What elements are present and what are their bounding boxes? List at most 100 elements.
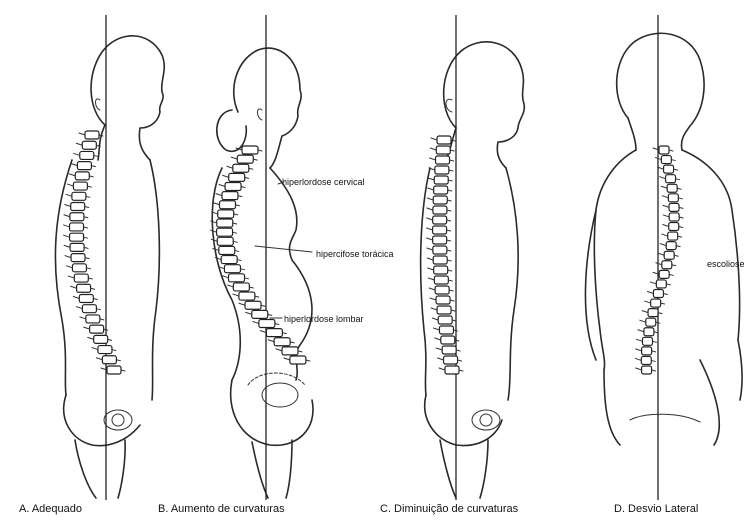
spine-a-vertebra [77, 162, 91, 170]
caption-figure-b: B. Aumento de curvaturas [158, 503, 285, 515]
spine-b-vertebra [229, 274, 245, 282]
spine-d-vertebra [659, 270, 669, 278]
spine-c-vertebra [434, 266, 448, 274]
spine-d-vertebra [646, 318, 656, 326]
spine-b-vertebra [266, 329, 282, 337]
spine-c-vertebra [433, 206, 447, 214]
spine-c-vertebra [433, 236, 447, 244]
spine-b-vertebra [221, 256, 237, 264]
spine-c-vertebra [435, 286, 449, 294]
spine-d-vertebra [642, 347, 652, 355]
spine-d-vertebra [653, 289, 663, 297]
caption-figure-d: D. Desvio Lateral [614, 503, 698, 515]
spine-d-vertebra [668, 232, 678, 240]
spine-d-vertebra [644, 328, 654, 336]
spine-c-vertebra [444, 356, 458, 364]
spine-b-vertebra [233, 283, 249, 291]
spine-d-vertebra [656, 280, 666, 288]
spine-d-vertebra [642, 337, 652, 345]
label-hiperlordose-lombar: hiperlordose lombar [284, 314, 364, 324]
spine-b-vertebra [224, 265, 240, 273]
spine-d-vertebra [666, 175, 676, 183]
spine-c-vertebra [434, 276, 448, 284]
spine-c-vertebra [436, 146, 450, 154]
spine-d-vertebra [669, 213, 679, 221]
spine-b-vertebra [225, 183, 241, 191]
spine-c-vertebra [442, 346, 456, 354]
spine-d-vertebra [667, 184, 677, 192]
spine-a-vertebra [85, 131, 99, 139]
spine-d-vertebra [669, 203, 679, 211]
label-hipercifose-toracica: hipercifose torácica [316, 249, 394, 259]
spine-b-vertebra [259, 319, 275, 327]
spine-d-vertebra [659, 146, 669, 154]
spine-a-vertebra [80, 151, 94, 159]
spine-d-vertebra [642, 366, 652, 374]
spine-a-vertebra [70, 223, 84, 231]
spine-c-vertebra [433, 196, 447, 204]
spine-b-vertebra [222, 192, 238, 200]
spine-d-vertebra [669, 223, 679, 231]
spine-c-vertebra [439, 326, 453, 334]
spine-d-vertebra [664, 251, 674, 259]
spine-d-vertebra [648, 309, 658, 317]
spine-a-vertebra [98, 346, 112, 354]
spine-b-vertebra [229, 173, 245, 181]
spine-b-vertebra [239, 292, 255, 300]
spine-c-vertebra [437, 306, 451, 314]
spine-a-vertebra [75, 172, 89, 180]
spine-c-vertebra [438, 316, 452, 324]
spine-a-vertebra [72, 264, 86, 272]
spine-a-vertebra [71, 254, 85, 262]
caption-figure-c: C. Diminuição de curvaturas [380, 503, 519, 515]
spine-a-vertebra [79, 294, 93, 302]
spine-c-vertebra [435, 166, 449, 174]
label-escoliose: escoliose [707, 259, 745, 269]
figure-a-adequate [55, 15, 164, 500]
figure-b-increased-curvature [211, 15, 313, 500]
spine-a-vertebra [72, 192, 86, 200]
spine-b-vertebra [245, 301, 261, 309]
spine-a-vertebra [74, 274, 88, 282]
spine-d-vertebra [664, 165, 674, 173]
spine-a-vertebra [77, 284, 91, 292]
spine-b-vertebra [237, 155, 253, 163]
spine-b-vertebra [233, 164, 249, 172]
spine-a-vertebra [70, 243, 84, 251]
spine-c-vertebra [433, 246, 447, 254]
spine-b-vertebra [219, 246, 235, 254]
spine-d-vertebra [661, 156, 671, 164]
spine-a-vertebra [71, 203, 85, 211]
spine-b-vertebra [217, 219, 233, 227]
spine-a-vertebra [70, 213, 84, 221]
spine-b-vertebra [217, 228, 233, 236]
spine-c-vertebra [436, 156, 450, 164]
spine-b-vertebra [217, 237, 233, 245]
spine-c-vertebra [441, 336, 455, 344]
figure-c-decreased-curvature [421, 15, 525, 500]
spine-a-vertebra [90, 325, 104, 333]
figure-d-lateral-deviation [585, 15, 742, 500]
spine-a-vertebra [70, 233, 84, 241]
spine-b-vertebra [282, 347, 298, 355]
spine-c-vertebra [436, 296, 450, 304]
spine-d-vertebra [662, 261, 672, 269]
spine-c-vertebra [433, 256, 447, 264]
spine-d-vertebra [651, 299, 661, 307]
spine-b-vertebra [290, 356, 306, 364]
spine-d-vertebra [668, 194, 678, 202]
spine-a-vertebra [86, 315, 100, 323]
spine-c-vertebra [437, 136, 451, 144]
spine-a-vertebra [82, 141, 96, 149]
spine-b-vertebra [252, 310, 268, 318]
spine-b-vertebra [218, 210, 234, 218]
spine-c-vertebra [433, 226, 447, 234]
spine-b-vertebra [274, 338, 290, 346]
spine-a-vertebra [102, 356, 116, 364]
spine-b-vertebra [219, 201, 235, 209]
spine-c-vertebra [445, 366, 459, 374]
spine-c-vertebra [434, 176, 448, 184]
caption-figure-a: A. Adequado [19, 503, 82, 515]
spine-c-vertebra [433, 216, 447, 224]
